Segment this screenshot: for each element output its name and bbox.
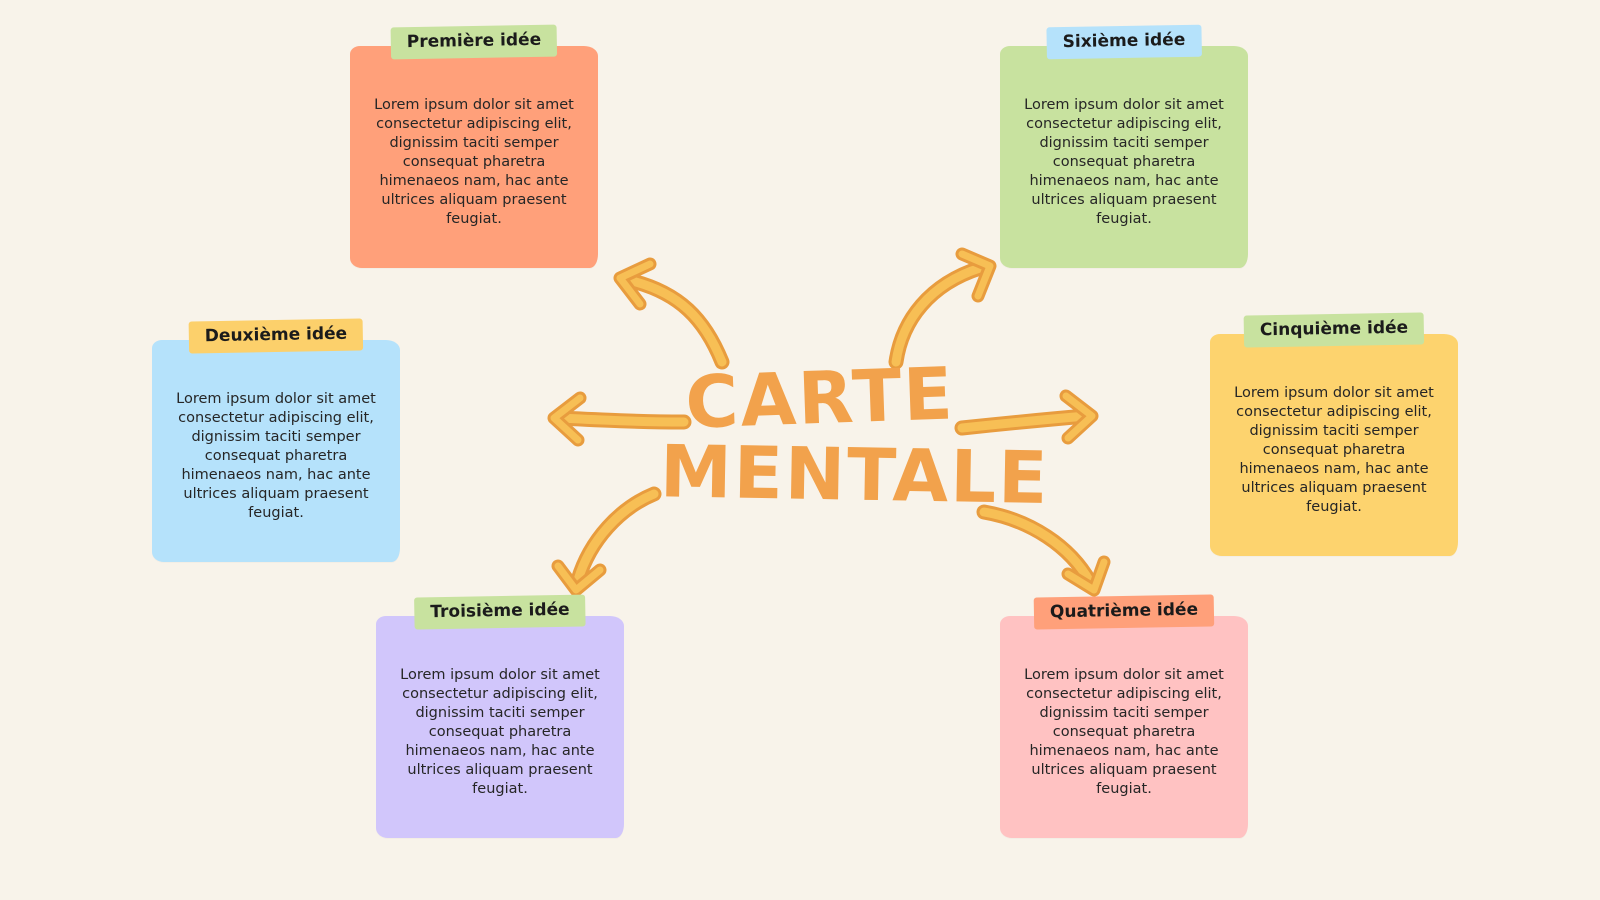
- idea-text-sixth: Lorem ipsum dolor sit amet consectetur a…: [1024, 97, 1224, 227]
- arrow-to-second-idea: [547, 391, 692, 447]
- idea-text-fourth: Lorem ipsum dolor sit amet consectetur a…: [1024, 667, 1224, 797]
- idea-tag-second: Deuxième idée: [188, 318, 364, 354]
- idea-tag-first: Première idée: [390, 24, 558, 60]
- idea-tag-fifth: Cinquième idée: [1243, 312, 1425, 348]
- arrow-to-fifth-idea: [954, 389, 1099, 445]
- idea-note-second: Deuxième idée Lorem ipsum dolor sit amet…: [152, 318, 400, 562]
- idea-note-fifth: Cinquième idée Lorem ipsum dolor sit ame…: [1210, 312, 1458, 556]
- arrow-to-sixth-idea: [888, 247, 997, 370]
- idea-tag-sixth: Sixième idée: [1046, 24, 1202, 60]
- central-topic-line-2: MENTALE: [659, 429, 1051, 520]
- idea-note-third: Troisième idée Lorem ipsum dolor sit ame…: [376, 594, 624, 838]
- idea-text-second: Lorem ipsum dolor sit amet consectetur a…: [176, 391, 376, 521]
- idea-note-sixth: Sixième idée Lorem ipsum dolor sit amet …: [1000, 24, 1248, 268]
- arrow-to-first-idea: [613, 257, 730, 370]
- idea-note-first: Première idée Lorem ipsum dolor sit amet…: [350, 24, 598, 268]
- idea-text-first: Lorem ipsum dolor sit amet consectetur a…: [374, 97, 574, 227]
- idea-note-fourth: Quatrième idée Lorem ipsum dolor sit ame…: [1000, 594, 1248, 838]
- idea-text-third: Lorem ipsum dolor sit amet consectetur a…: [400, 667, 600, 797]
- arrow-to-fourth-idea: [976, 504, 1111, 597]
- idea-text-fifth: Lorem ipsum dolor sit amet consectetur a…: [1234, 385, 1434, 515]
- idea-tag-fourth: Quatrième idée: [1033, 594, 1215, 630]
- idea-tag-third: Troisième idée: [414, 594, 586, 630]
- central-topic-line-1: CARTE: [684, 351, 956, 445]
- central-topic: CARTE MENTALE: [659, 351, 1051, 520]
- arrow-to-third-idea: [551, 486, 662, 597]
